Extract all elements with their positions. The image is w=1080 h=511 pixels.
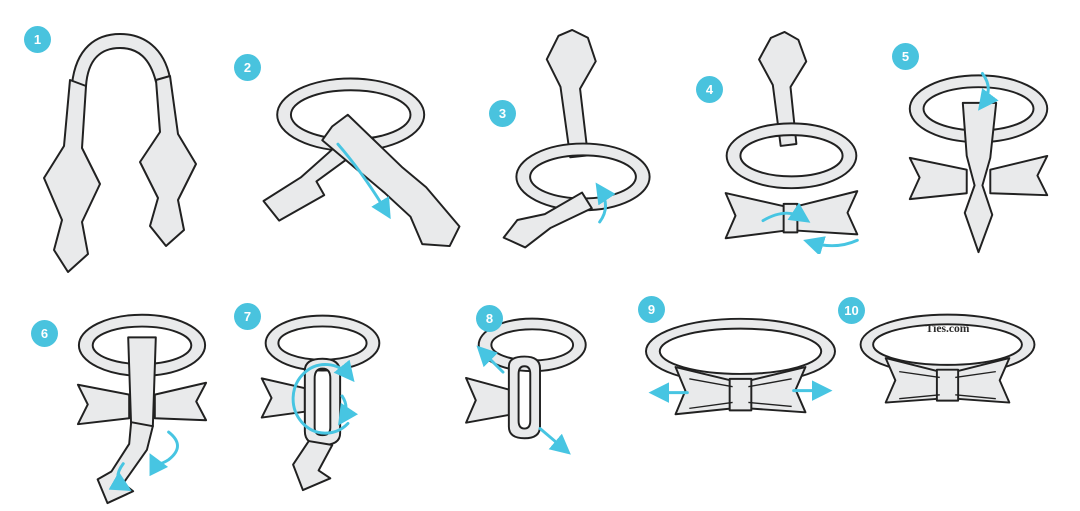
step-7-illustration <box>260 314 381 492</box>
neck-band <box>71 33 171 87</box>
step-number-badge: 1 <box>24 26 51 53</box>
direction-arrow <box>108 462 132 491</box>
fold-lines <box>689 378 792 410</box>
direction-arrow <box>538 427 571 455</box>
bow-left-wing <box>908 156 968 201</box>
step-3-illustration <box>502 28 651 249</box>
rotate-arrow <box>291 359 355 435</box>
neck-loop <box>264 314 381 372</box>
step-number-badge: 7 <box>234 303 261 330</box>
step-1: 1 <box>16 12 226 278</box>
direction-arrow <box>978 71 999 111</box>
step-number-badge: 9 <box>638 296 665 323</box>
step-number-badge: 8 <box>476 305 503 332</box>
step-number-badge: 5 <box>892 43 919 70</box>
neck-loop <box>515 142 651 212</box>
step-8-illustration <box>465 317 587 455</box>
step-3: 3 <box>478 24 683 274</box>
bow-knot <box>935 368 960 402</box>
neck-loop <box>477 317 587 373</box>
bow-right-wing <box>793 190 859 236</box>
bow-right-wing <box>954 357 1011 404</box>
brand-label: Ties.com <box>926 322 970 335</box>
fold-lines <box>899 370 996 400</box>
neck-loop <box>645 317 836 385</box>
front-fold-loop <box>507 355 541 440</box>
left-tie-end <box>502 191 593 249</box>
bow-right-wing <box>989 154 1049 197</box>
direction-arrow <box>761 202 811 223</box>
step-5: 5 <box>878 36 1078 264</box>
step-number-badge: 2 <box>234 54 261 81</box>
step-number-badge: 6 <box>31 320 58 347</box>
step-number-badge: 3 <box>489 100 516 127</box>
step-number-badge: 4 <box>696 76 723 103</box>
step-10: 10 Ties.com <box>834 292 1054 432</box>
step-5-illustration <box>908 71 1049 254</box>
step-2: 2 <box>228 48 488 258</box>
neck-loop <box>276 77 426 152</box>
upward-tie-end <box>758 30 808 147</box>
bow-knot <box>728 377 753 412</box>
step-9-illustration <box>645 317 836 416</box>
upward-tie-end <box>545 28 597 159</box>
step-4: 4 <box>688 24 888 258</box>
neck-loop <box>77 313 207 377</box>
step-4-illustration <box>724 30 859 254</box>
neck-loop <box>725 122 858 190</box>
bow-left-wing <box>465 376 510 424</box>
hanging-tie-end <box>292 440 334 492</box>
step-9: 9 <box>632 292 852 437</box>
direction-arrow <box>338 394 358 426</box>
direction-arrow <box>336 142 391 220</box>
direction-arrow <box>803 236 859 254</box>
bow-left-wing <box>260 377 306 419</box>
step-10-illustration: Ties.com <box>859 313 1036 404</box>
direction-arrow <box>149 430 179 477</box>
bow-left-wing <box>724 192 788 240</box>
bow-right-wing <box>153 381 208 422</box>
direction-arrow <box>476 345 505 374</box>
left-tie-end <box>43 79 101 273</box>
front-strap <box>127 336 157 428</box>
neck-loop <box>908 74 1049 144</box>
bow-knot <box>782 202 799 234</box>
hanging-tie-end <box>961 101 998 254</box>
bow-left-wing <box>76 383 131 426</box>
step-8: 8 <box>446 292 611 492</box>
step-7: 7 <box>232 288 412 498</box>
step-1-illustration <box>43 33 197 273</box>
bow-left-wing <box>884 357 941 404</box>
step-2-illustration <box>262 77 461 248</box>
direction-arrow <box>595 182 616 224</box>
step-number-badge: 10 <box>838 297 865 324</box>
step-6: 6 <box>30 290 240 511</box>
step-6-illustration <box>76 313 208 505</box>
right-tie-end <box>139 75 197 247</box>
hanging-tie-end <box>96 421 154 505</box>
